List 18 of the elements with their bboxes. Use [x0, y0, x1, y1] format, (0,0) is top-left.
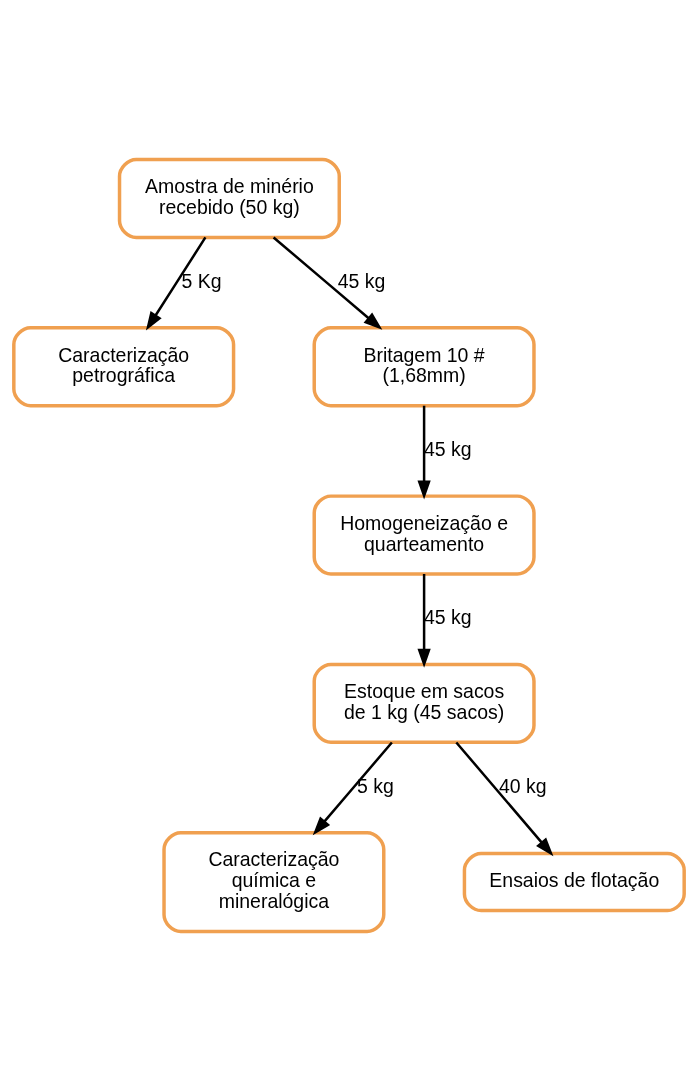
edge-label: 45 kg — [423, 438, 472, 461]
arrow — [272, 236, 383, 330]
arrow — [417, 574, 431, 668]
node-box: Caracterização química e mineralógica — [162, 830, 386, 934]
arrow — [455, 741, 554, 857]
edge-label: 45 kg — [423, 606, 472, 629]
edge-label: 45 kg — [337, 269, 386, 292]
node-box: Ensaios de flotação — [462, 851, 686, 913]
edge-label: 5 Kg — [181, 269, 222, 292]
arrow — [145, 236, 207, 331]
edge-label: 40 kg — [499, 774, 547, 797]
arrow — [417, 405, 431, 500]
node-box: Estoque em sacos de 1 kg (45 sacos) — [312, 662, 536, 745]
arrow — [312, 741, 393, 836]
node-box: Caracterização petrográfica — [12, 326, 236, 408]
node-box: Amostra de minério recebido (50 kg) — [117, 157, 341, 240]
node-box: Britagem 10 # (1,68mm) — [312, 326, 536, 408]
node-box: Homogeneização e quarteamento — [312, 494, 536, 576]
